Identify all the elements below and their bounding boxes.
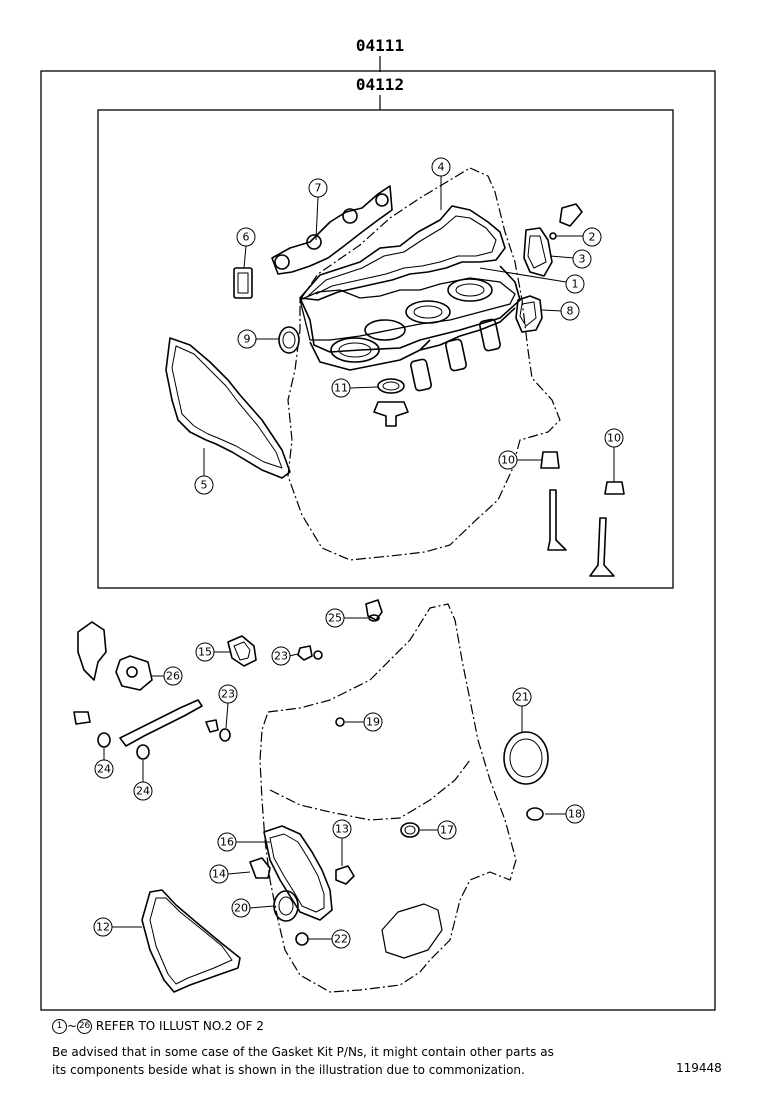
refer-note: 1~26 REFER TO ILLUST NO.2 OF 2 bbox=[52, 1019, 264, 1034]
callouts: 1 2 3 4 5 6 7 8 9 10 10 11 12 13 14 15 1… bbox=[93, 157, 624, 949]
callout-24-left: 24 bbox=[94, 759, 114, 779]
callout-5-label: 5 bbox=[201, 479, 208, 492]
callout-17-label: 17 bbox=[440, 824, 454, 837]
outer-kit-frame bbox=[40, 70, 716, 1011]
callout-21: 21 bbox=[512, 687, 532, 707]
callout-1: 1 bbox=[565, 274, 585, 294]
callout-11: 11 bbox=[331, 378, 351, 398]
illustration-number: 119448 bbox=[676, 1061, 722, 1075]
callout-13-label: 13 bbox=[335, 823, 349, 836]
callout-18-label: 18 bbox=[568, 808, 582, 821]
callout-11-label: 11 bbox=[334, 382, 348, 395]
inner-kit-frame bbox=[97, 109, 674, 589]
callout-10-valve-seal-right: 10 bbox=[604, 428, 624, 448]
callout-24a-label: 24 bbox=[97, 763, 111, 776]
leader-lines bbox=[103, 176, 615, 940]
callout-6: 6 bbox=[236, 227, 256, 247]
callout-20: 20 bbox=[231, 898, 251, 918]
callout-26-label: 26 bbox=[166, 670, 180, 683]
callout-2: 2 bbox=[582, 227, 602, 247]
callout-17: 17 bbox=[437, 820, 457, 840]
callout-23b-label: 23 bbox=[221, 688, 235, 701]
callout-12: 12 bbox=[93, 917, 113, 937]
callout-25: 25 bbox=[325, 608, 345, 628]
callout-10b-label: 10 bbox=[607, 432, 621, 445]
callout-16: 16 bbox=[217, 832, 237, 852]
range-separator: ~ bbox=[67, 1019, 78, 1033]
callout-15-label: 15 bbox=[198, 646, 212, 659]
callout-7: 7 bbox=[308, 178, 328, 198]
callout-23a-label: 23 bbox=[274, 650, 288, 663]
cylinder-block-drawing bbox=[73, 599, 549, 993]
kit-number-outer: 04111 bbox=[356, 36, 404, 55]
callout-21-label: 21 bbox=[515, 691, 529, 704]
callout-1-label: 1 bbox=[572, 278, 579, 291]
refer-text: REFER TO ILLUST NO.2 OF 2 bbox=[95, 1019, 264, 1033]
callout-8-label: 8 bbox=[567, 305, 574, 318]
callout-12-label: 12 bbox=[96, 921, 110, 934]
callout-26: 26 bbox=[163, 666, 183, 686]
callout-10-valve-seal-left: 10 bbox=[498, 450, 518, 470]
callout-19: 19 bbox=[363, 712, 383, 732]
callout-3-label: 3 bbox=[579, 253, 586, 266]
kit-number-inner: 04112 bbox=[356, 75, 404, 94]
callout-4-label: 4 bbox=[438, 161, 445, 174]
callout-5: 5 bbox=[194, 475, 214, 495]
callout-14-label: 14 bbox=[212, 868, 226, 881]
callout-24b-label: 24 bbox=[136, 785, 150, 798]
callout-19-label: 19 bbox=[366, 716, 380, 729]
callout-15: 15 bbox=[195, 642, 215, 662]
callout-16-label: 16 bbox=[220, 836, 234, 849]
callout-9: 9 bbox=[237, 329, 257, 349]
advisory-line-2: its components beside what is shown in t… bbox=[52, 1063, 525, 1077]
callout-22-label: 22 bbox=[334, 933, 348, 946]
advisory-line-1: Be advised that in some case of the Gask… bbox=[52, 1045, 554, 1059]
callout-4: 4 bbox=[431, 157, 451, 177]
callout-13: 13 bbox=[332, 819, 352, 839]
callout-6-label: 6 bbox=[243, 231, 250, 244]
callout-9-label: 9 bbox=[244, 333, 251, 346]
callout-3: 3 bbox=[572, 249, 592, 269]
callout-22: 22 bbox=[331, 929, 351, 949]
callout-23-lower: 23 bbox=[218, 684, 238, 704]
cylinder-head-drawing bbox=[165, 167, 625, 577]
range-end-badge: 26 bbox=[77, 1019, 93, 1034]
callout-7-label: 7 bbox=[315, 182, 322, 195]
callout-8: 8 bbox=[560, 301, 580, 321]
range-start-badge: 1 bbox=[52, 1019, 67, 1034]
callout-18: 18 bbox=[565, 804, 585, 824]
callout-20-label: 20 bbox=[234, 902, 248, 915]
callout-25-label: 25 bbox=[328, 612, 342, 625]
callout-23-upper: 23 bbox=[271, 646, 291, 666]
callout-10a-label: 10 bbox=[501, 454, 515, 467]
callout-14: 14 bbox=[209, 864, 229, 884]
callout-2-label: 2 bbox=[589, 231, 596, 244]
callout-24-right: 24 bbox=[133, 781, 153, 801]
